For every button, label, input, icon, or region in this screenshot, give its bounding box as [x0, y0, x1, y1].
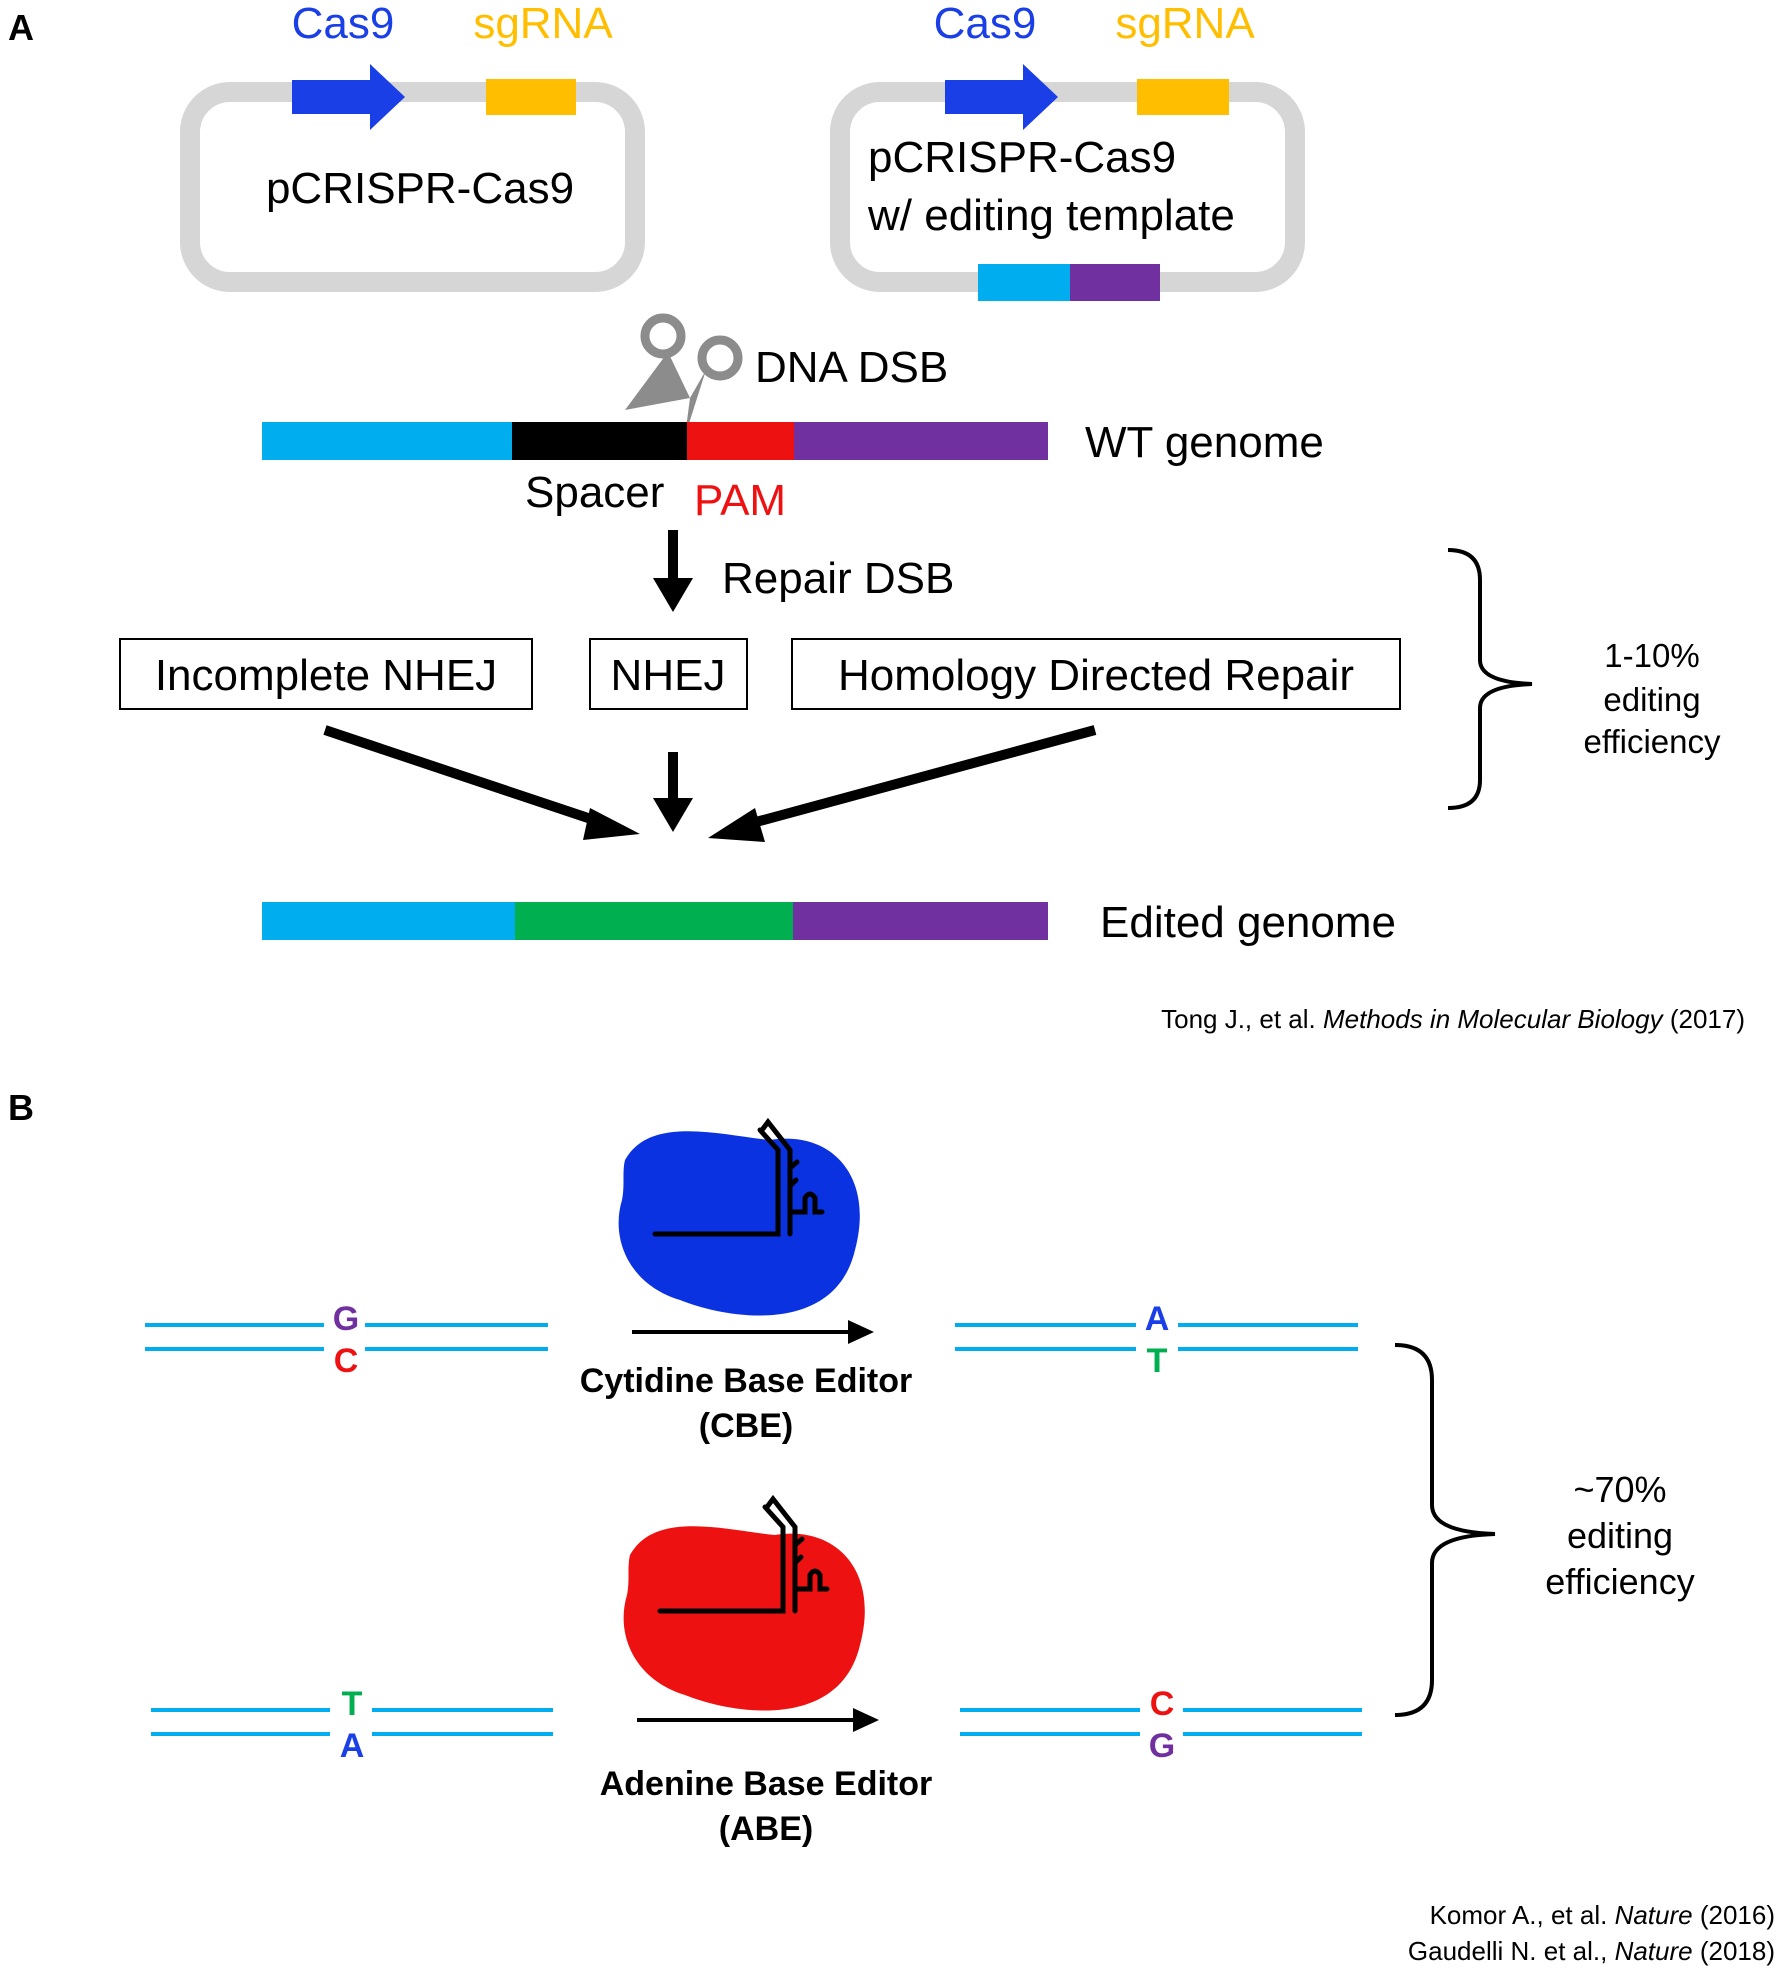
- converging-arrows: [323, 725, 1097, 842]
- cbe-before-top-base: G: [333, 1300, 359, 1338]
- abe-arrow-head: [853, 1708, 879, 1732]
- efficiency-a-line1: 1-10%: [1604, 637, 1699, 674]
- panel-a-label: A: [8, 7, 34, 48]
- cas9-gene-arrow-1: [292, 64, 405, 130]
- repair-box-hdr: Homology Directed Repair: [791, 638, 1401, 710]
- bracket-icon-b: [1394, 1343, 1496, 1717]
- cbe-name-line2: (CBE): [699, 1407, 793, 1445]
- cas9-label-2: Cas9: [934, 0, 1037, 48]
- sgrna-label-1: sgRNA: [473, 0, 613, 48]
- efficiency-b-line2: editing: [1567, 1515, 1673, 1556]
- efficiency-b-line3: efficiency: [1545, 1561, 1694, 1602]
- abe-before-top-base: T: [342, 1685, 363, 1723]
- sgrna-gene-box-1: [486, 79, 576, 115]
- dna-abe-before: [151, 1708, 553, 1736]
- base-editor-protein-icon-cbe: [618, 1117, 860, 1316]
- panel-b-label: B: [8, 1087, 34, 1128]
- citation-b-2: Gaudelli N. et al., Nature (2018): [1408, 1936, 1775, 1966]
- efficiency-a-line3: efficiency: [1584, 723, 1721, 760]
- pam-label: PAM: [694, 476, 786, 525]
- edited-genome-label: Edited genome: [1100, 898, 1396, 947]
- abe-after-top-base: C: [1150, 1685, 1175, 1723]
- bracket-icon-a: [1447, 548, 1533, 810]
- efficiency-a-line2: editing: [1603, 681, 1700, 718]
- template-homology-left: [978, 264, 1070, 301]
- abe-after-bottom-base: G: [1149, 1727, 1175, 1765]
- plasmid-2: Cas9 sgRNA pCRISPR-Cas9 w/ editing templ…: [830, 0, 1305, 301]
- abe-before-bottom-base: A: [340, 1727, 365, 1765]
- sgrna-hairpin-icon-cbe: [652, 1117, 825, 1237]
- svg-text:NHEJ: NHEJ: [611, 651, 726, 700]
- efficiency-b-line1: ~70%: [1573, 1469, 1666, 1510]
- plasmid-1-name: pCRISPR-Cas9: [266, 164, 574, 213]
- repair-box-nhej: NHEJ: [589, 638, 748, 710]
- abe-name-line1: Adenine Base Editor: [600, 1765, 933, 1803]
- wt-genome-bar: [262, 422, 1048, 460]
- dna-cbe-before: [145, 1323, 548, 1351]
- sgrna-label-2: sgRNA: [1115, 0, 1255, 48]
- cbe-arrow-head: [848, 1320, 874, 1344]
- citation-a: Tong J., et al. Methods in Molecular Bio…: [1161, 1004, 1745, 1034]
- sgrna-hairpin-icon-abe: [657, 1494, 830, 1614]
- plasmid-2-name-line1: pCRISPR-Cas9: [868, 133, 1176, 182]
- cbe-after-bottom-base: T: [1147, 1342, 1168, 1380]
- sgrna-gene-box-2: [1137, 79, 1229, 115]
- scissors-icon: [625, 313, 743, 436]
- svg-text:Incomplete NHEJ: Incomplete NHEJ: [155, 651, 497, 700]
- cbe-before-bottom-base: C: [334, 1342, 359, 1380]
- plasmid-1: Cas9 sgRNA pCRISPR-Cas9: [180, 0, 645, 292]
- wt-genome-label: WT genome: [1085, 418, 1324, 467]
- base-editor-protein-icon-abe: [623, 1494, 865, 1711]
- dna-abe-after: [960, 1708, 1362, 1736]
- dna-cbe-after: [955, 1323, 1358, 1351]
- edited-genome-bar: [262, 902, 1048, 940]
- dsb-label: DNA DSB: [755, 343, 948, 392]
- svg-text:Homology Directed Repair: Homology Directed Repair: [838, 651, 1354, 700]
- abe-name-line2: (ABE): [719, 1810, 813, 1848]
- cbe-after-top-base: A: [1145, 1300, 1170, 1338]
- repair-label: Repair DSB: [722, 554, 954, 603]
- template-homology-right: [1070, 264, 1160, 301]
- plasmid-2-name-line2: w/ editing template: [867, 191, 1235, 240]
- arrow-down-icon: [653, 530, 693, 612]
- citation-b-1: Komor A., et al. Nature (2016): [1430, 1900, 1775, 1930]
- cas9-label-1: Cas9: [292, 0, 395, 48]
- repair-box-incomplete-nhej: Incomplete NHEJ: [119, 638, 533, 710]
- cbe-name-line1: Cytidine Base Editor: [580, 1362, 913, 1400]
- cas9-gene-arrow-2: [945, 64, 1058, 130]
- spacer-label: Spacer: [525, 468, 664, 517]
